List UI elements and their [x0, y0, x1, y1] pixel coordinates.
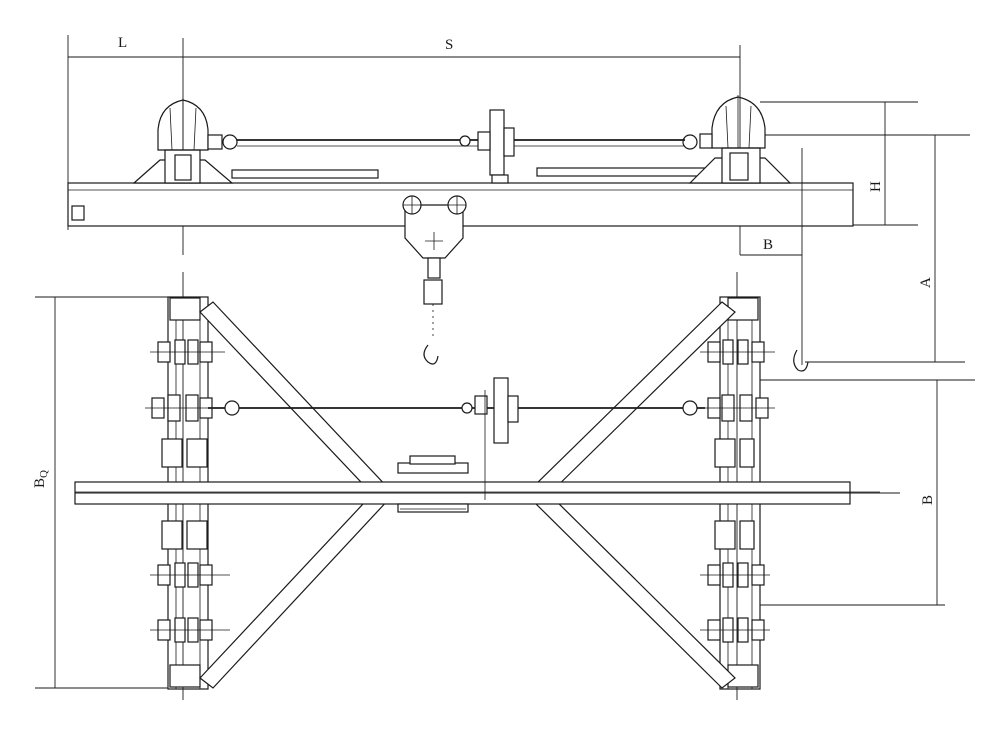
dim-label-BQ: B [32, 478, 48, 488]
hook-icon [423, 344, 439, 365]
left-rail-plate [231, 169, 379, 179]
plan-central-drive [461, 377, 519, 500]
plan-trolley [397, 455, 469, 513]
hoist-trolley [402, 195, 467, 365]
hook-side-icon [793, 349, 809, 372]
central-drive [459, 109, 515, 184]
elevation-view: L S [67, 35, 970, 372]
plan-view: B Q B [32, 272, 975, 700]
dim-label-S: S [445, 37, 453, 53]
dim-label-H: H [868, 181, 884, 192]
right-wheel-groups [700, 339, 775, 643]
dim-label-B-top: B [763, 237, 773, 253]
right-end-carriage [682, 95, 792, 184]
dim-label-B-right: B [920, 495, 936, 505]
left-end-carriage [132, 98, 238, 184]
right-rail-plate [536, 167, 719, 177]
dim-label-L: L [118, 35, 127, 51]
left-wheel-groups [145, 339, 230, 643]
dim-label-BQ-subscript: Q [38, 470, 50, 478]
dim-label-A: A [918, 277, 934, 288]
